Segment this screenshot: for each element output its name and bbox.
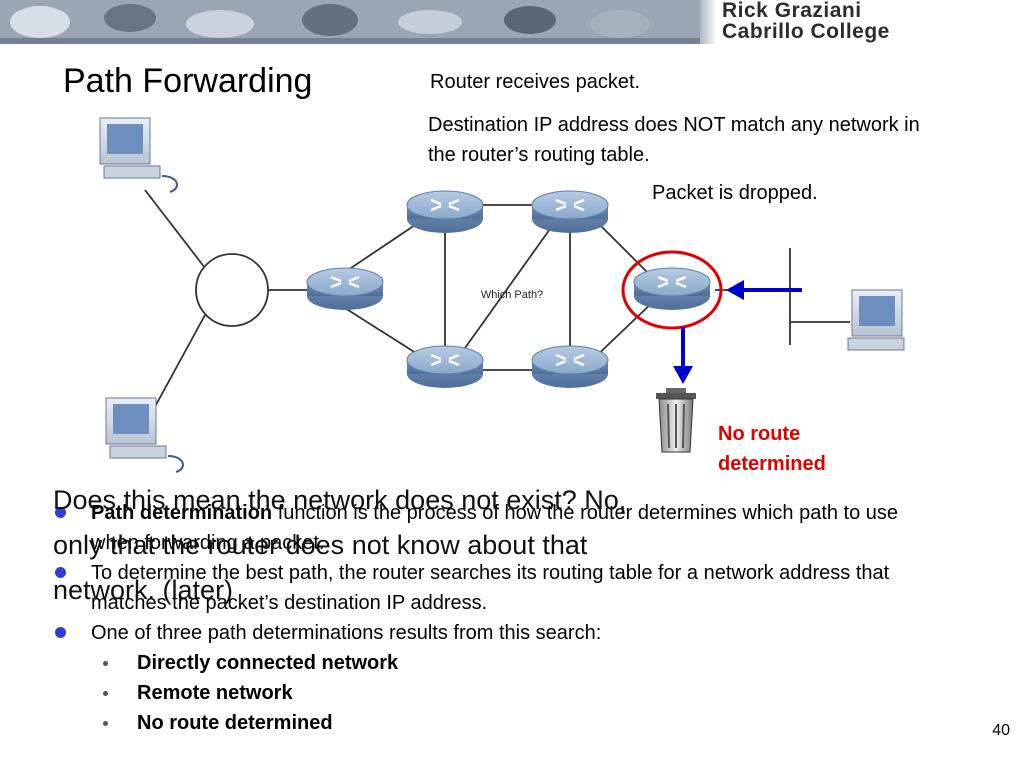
sub-bullet-text: Remote network xyxy=(137,682,293,704)
hub-circle xyxy=(195,253,269,327)
sub-bullet-dot xyxy=(103,691,108,696)
bullet-item: One of three path determinations results… xyxy=(55,618,935,738)
computer-icon xyxy=(847,289,905,351)
router-icon xyxy=(406,345,484,388)
bullet-text: One of three path determinations results… xyxy=(91,622,602,644)
no-route-label: No route determined xyxy=(718,419,868,479)
overlay-question-text: Does this mean the network does not exis… xyxy=(53,485,627,605)
author-college: Cabrillo College xyxy=(722,20,890,43)
sub-bullet-dot xyxy=(103,661,108,666)
sub-bullet-item: No route determined xyxy=(91,708,935,738)
sub-bullet-text: No route determined xyxy=(137,712,333,734)
computer-icon xyxy=(99,117,178,193)
down-arrow-icon xyxy=(673,327,693,384)
network-diagram: Which Path? xyxy=(99,117,905,473)
trash-can-icon xyxy=(656,388,696,453)
author-name: Rick Graziani xyxy=(722,0,862,22)
caption-dropped: Packet is dropped. xyxy=(652,182,818,204)
bullet-list: Path determination function is the proce… xyxy=(55,498,935,738)
bullet-text: To determine the best path, the router s… xyxy=(91,562,890,614)
sub-bullet-item: Directly connected network xyxy=(91,648,935,678)
bullet-text: function is the process of how the route… xyxy=(91,502,899,554)
bullet-dot xyxy=(55,627,66,638)
highlight-circle xyxy=(621,250,723,330)
page-number: 40 xyxy=(992,722,1010,739)
router-icon xyxy=(531,190,609,233)
computer-icon xyxy=(105,397,184,473)
router-icon xyxy=(406,190,484,233)
router-icon xyxy=(531,345,609,388)
header-banner: Rick Graziani Cabrillo College xyxy=(0,0,1024,44)
no-route-text: No route determined xyxy=(718,423,826,475)
bullet-dot xyxy=(55,567,66,578)
router-icon xyxy=(633,267,711,310)
sub-bullet-dot xyxy=(103,721,108,726)
bullet-dot xyxy=(55,507,66,518)
cable-photo-banner xyxy=(0,0,700,44)
incoming-arrow-icon xyxy=(726,280,802,300)
router-icon xyxy=(306,267,384,310)
bullet-item: To determine the best path, the router s… xyxy=(55,558,935,618)
caption-router-receives: Router receives packet. xyxy=(430,71,641,93)
bullet-item: Path determination function is the proce… xyxy=(55,498,935,558)
sub-bullet-text: Directly connected network xyxy=(137,652,399,674)
bullet-bold: Path determination xyxy=(91,502,273,524)
caption-no-match: Destination IP address does NOT match an… xyxy=(428,114,920,166)
slide-title: Path Forwarding xyxy=(63,62,313,100)
sub-bullet-item: Remote network xyxy=(91,678,935,708)
which-path-label: Which Path? xyxy=(481,289,543,301)
sub-bullet-list: Directly connected network Remote networ… xyxy=(91,648,935,738)
